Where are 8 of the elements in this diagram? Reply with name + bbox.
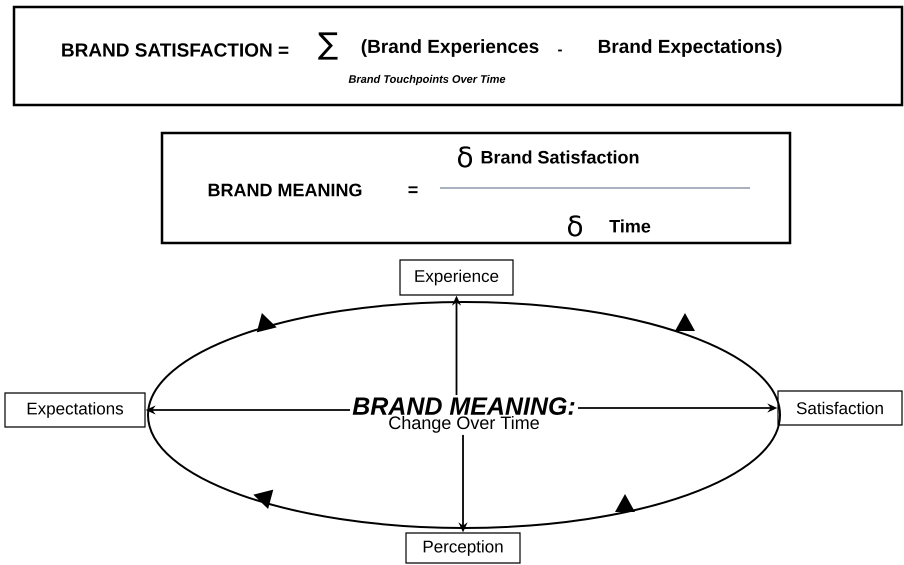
label-box: Expectations [4, 392, 146, 428]
label-box: Satisfaction [777, 390, 903, 426]
label-box: Experience [399, 259, 514, 296]
label-box: Perception [405, 532, 521, 564]
formula-box: BRAND MEANING = δ Brand Satisfaction δ Time [160, 132, 792, 244]
formula-box: BRAND SATISFACTION = ∑ (Brand Experiences - Brand Expectations) Brand Touchpoints Over Time [12, 6, 904, 106]
center-label: BRAND MEANING: Change Over Time [352, 397, 574, 433]
cycle-ellipse [147, 301, 782, 529]
